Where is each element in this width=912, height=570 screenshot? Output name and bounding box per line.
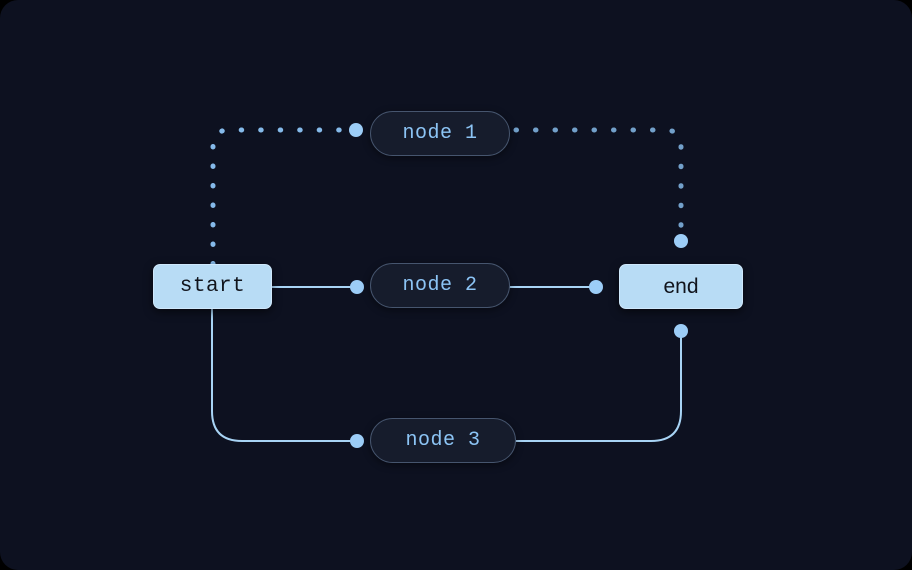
arrowhead-node1 <box>349 123 363 137</box>
node-node3[interactable]: node 3 <box>370 418 516 463</box>
node-node1[interactable]: node 1 <box>370 111 510 156</box>
edge-node3-end <box>515 337 682 442</box>
node-start[interactable]: start <box>153 264 272 309</box>
arrowhead-end-left <box>589 280 603 294</box>
arrowhead-end-bottom <box>674 324 688 338</box>
edge-start-node1 <box>210 127 351 267</box>
arrowhead-end-top <box>674 234 688 248</box>
node-end[interactable]: end <box>619 264 743 309</box>
arrowhead-node3 <box>350 434 364 448</box>
arrowhead-node2 <box>350 280 364 294</box>
node-node2[interactable]: node 2 <box>370 263 510 308</box>
edge-start-node3 <box>211 308 351 442</box>
edge-node1-end <box>513 127 684 237</box>
